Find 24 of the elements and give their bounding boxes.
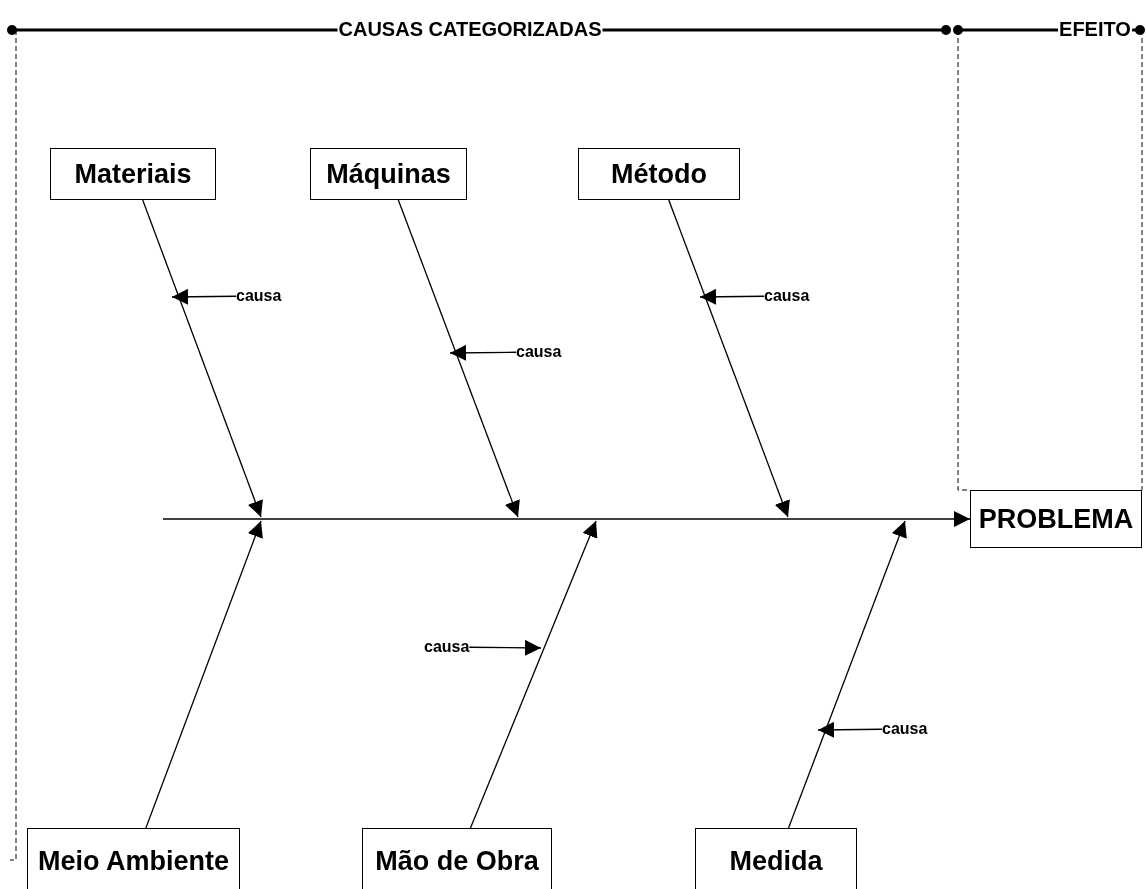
branch-arrow	[469, 520, 598, 829]
branch-arrow	[397, 199, 520, 518]
cause-arrow	[817, 721, 883, 738]
cause-text: causa	[424, 638, 470, 656]
category-box: Meio Ambiente	[27, 828, 240, 889]
category-box: Mão de Obra	[362, 828, 552, 889]
category-box: Máquinas	[310, 148, 467, 200]
cause-arrow	[699, 288, 765, 305]
cause-arrow	[171, 288, 237, 305]
cause-arrow	[468, 639, 542, 656]
cause-text: causa	[764, 287, 810, 305]
branch-arrow	[787, 520, 907, 829]
effect-box: PROBLEMA	[970, 490, 1142, 548]
cause-arrow	[449, 344, 517, 361]
cause-text: causa	[516, 343, 562, 361]
spine-arrow	[162, 511, 971, 527]
category-box: Medida	[695, 828, 857, 889]
branch-arrow	[142, 199, 263, 518]
cause-text: causa	[882, 720, 928, 738]
category-box: Método	[578, 148, 740, 200]
branch-arrow	[145, 520, 263, 829]
branch-arrow	[668, 199, 790, 518]
cause-text: causa	[236, 287, 282, 305]
category-box: Materiais	[50, 148, 216, 200]
